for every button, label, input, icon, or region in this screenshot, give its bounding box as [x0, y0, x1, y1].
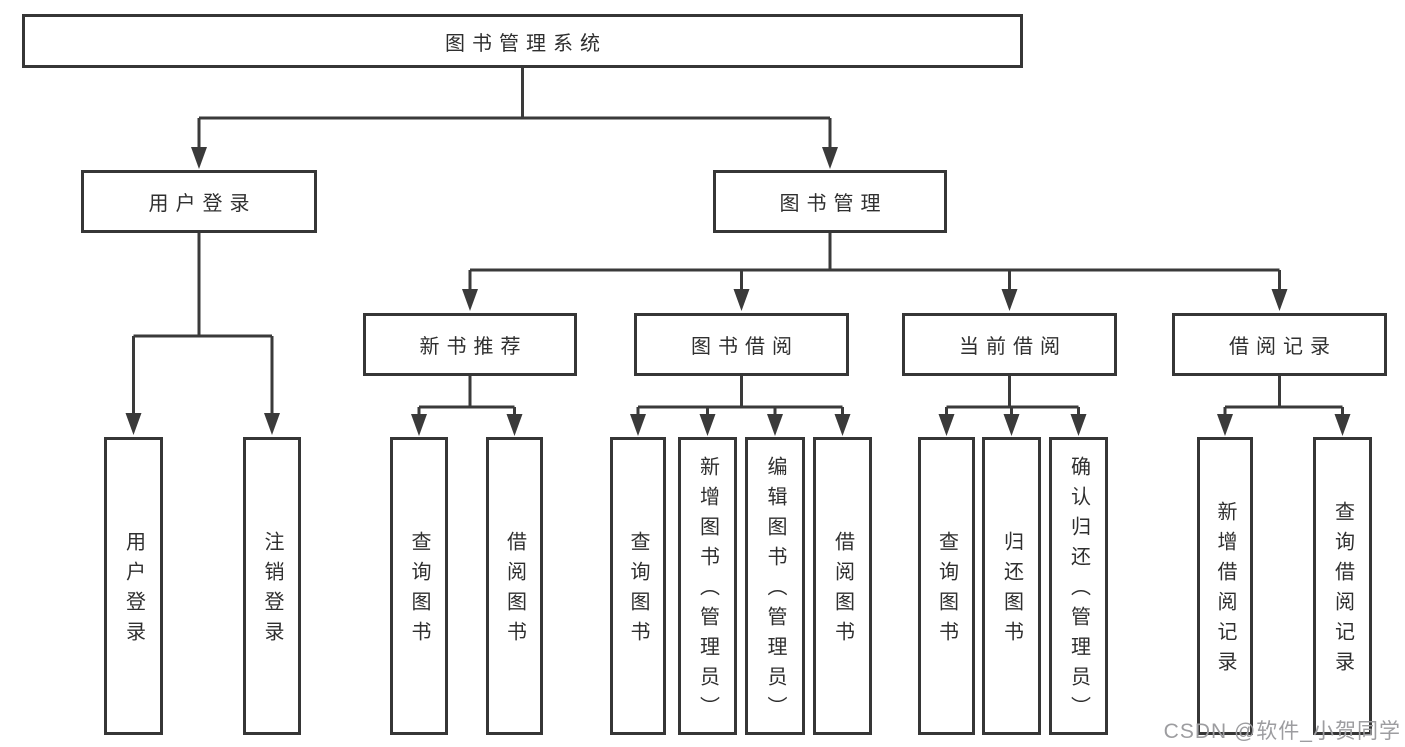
connector-book-mgmt-children [468, 233, 1281, 290]
connector-current-borrow-children [945, 376, 1080, 415]
node-user-login: 用户登录 [81, 170, 317, 233]
connector-user-login-children [132, 233, 274, 414]
leaf-confirm-return-admin: 确认归还（管理员） [1049, 437, 1108, 735]
arrowheads-book-borrow-children [630, 414, 851, 436]
arrowheads-user-login-children [125, 413, 280, 435]
leaf-logout: 注销登录 [243, 437, 301, 735]
leaf-borrow-books: 借阅图书 [813, 437, 872, 735]
arrowheads-book-mgmt-children [462, 289, 1288, 311]
node-new-book-recommendation: 新书推荐 [363, 313, 577, 376]
node-current-borrowing: 当前借阅 [902, 313, 1117, 376]
leaf-query-books-borrowing: 查询图书 [610, 437, 666, 735]
connector-borrow-records-children [1223, 376, 1344, 415]
leaf-query-borrow-record: 查询借阅记录 [1313, 437, 1372, 735]
leaf-query-books-recommendation: 查询图书 [390, 437, 448, 735]
node-library-management-system: 图书管理系统 [22, 14, 1023, 68]
leaf-add-borrow-record: 新增借阅记录 [1197, 437, 1253, 735]
arrowheads-new-book-rec-children [411, 414, 523, 436]
leaf-borrow-books-recommendation: 借阅图书 [486, 437, 543, 735]
connector-book-borrow-children [636, 376, 844, 415]
leaf-edit-book-admin: 编辑图书（管理员） [745, 437, 805, 735]
csdn-watermark: CSDN @软件_小贺同学 [1163, 720, 1401, 743]
arrowheads-borrow-records-children [1217, 414, 1351, 436]
leaf-user-login: 用户登录 [104, 437, 163, 735]
arrowheads-current-borrow-children [938, 414, 1087, 436]
node-book-borrowing: 图书借阅 [634, 313, 849, 376]
node-borrowing-records: 借阅记录 [1172, 313, 1387, 376]
connector-new-book-rec-children [417, 376, 516, 415]
leaf-add-book-admin: 新增图书（管理员） [678, 437, 737, 735]
leaf-return-book: 归还图书 [982, 437, 1041, 735]
leaf-query-books-current: 查询图书 [918, 437, 975, 735]
node-book-management: 图书管理 [713, 170, 947, 233]
connector-root-to-level2 [197, 68, 832, 149]
arrowheads-level2 [191, 147, 838, 169]
